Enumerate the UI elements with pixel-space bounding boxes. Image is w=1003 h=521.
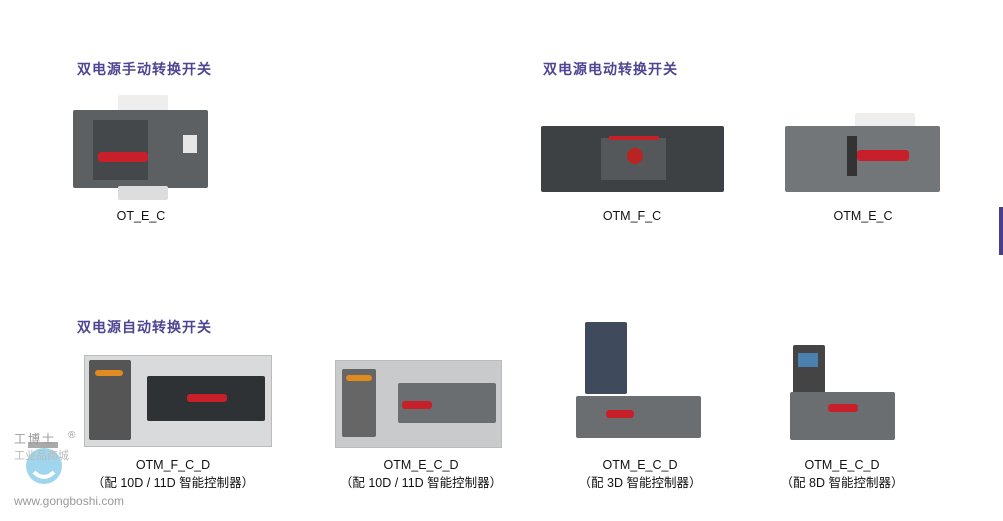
mascot-logo-icon [26,442,62,484]
product-label: OTM_F_C [602,209,662,223]
section-title-manual: 双电源手动转换开关 [77,62,212,78]
watermark-brand: 工博士 [14,432,57,446]
product-name: OTM_E_C_D [602,458,678,472]
product-image-otm-f-c-d [84,355,272,447]
product-image-otm-f-c [541,126,724,192]
product-label: OTM_E_C_D （配 3D 智能控制器） [530,456,750,492]
product-label: OTM_E_C_D （配 8D 智能控制器） [732,456,952,492]
product-note: （配 10D / 11D 智能控制器） [339,476,503,490]
product-label: OTM_E_C_D （配 10D / 11D 智能控制器） [311,456,531,492]
product-label: OTM_F_C_D （配 10D / 11D 智能控制器） [63,456,283,492]
section-title-electric: 双电源电动转换开关 [543,62,678,78]
product-note: （配 8D 智能控制器） [780,476,904,490]
product-name: OTM_E_C_D [804,458,880,472]
page-edge-tab [999,207,1003,255]
section-title-automatic: 双电源自动转换开关 [77,320,212,336]
product-name: OTM_F_C_D [135,458,211,472]
watermark-sub: 工业品商城 [14,450,69,462]
product-note: （配 3D 智能控制器） [578,476,702,490]
product-label: OTM_E_C [833,209,893,223]
product-note: （配 10D / 11D 智能控制器） [91,476,255,490]
product-label: OT_E_C [116,209,166,223]
watermark: ® 工博士 工业品商城 www.gongboshi.com [14,430,124,515]
watermark-url: www.gongboshi.com [14,494,125,508]
product-name: OTM_E_C_D [383,458,459,472]
product-image-otm-e-c-d [335,360,502,448]
watermark-mark: ® [68,430,76,441]
